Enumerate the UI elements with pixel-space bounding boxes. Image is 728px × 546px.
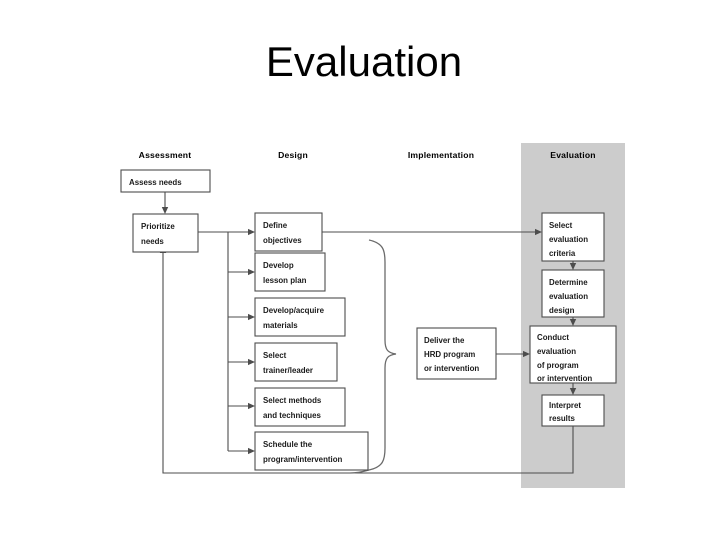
flow-node-select-methods-techniques-line-0: Select methods bbox=[263, 396, 322, 405]
flow-node-assess-needs-line-0: Assess needs bbox=[129, 178, 182, 187]
flow-node-prioritize-needs[interactable]: Prioritize needs bbox=[132, 213, 199, 253]
flow-node-select-evaluation-criteria-line-0: Select bbox=[549, 221, 573, 230]
flow-node-select-evaluation-criteria[interactable]: Select evaluation criteria bbox=[541, 212, 605, 262]
flow-node-define-objectives-line-1: objectives bbox=[263, 236, 302, 245]
flow-node-develop-lesson-plan[interactable]: Develop lesson plan bbox=[254, 252, 326, 292]
arrowhead-select-methods-techniques bbox=[248, 402, 255, 410]
flow-node-deliver-hrd-program-rect bbox=[416, 327, 497, 380]
flow-node-select-trainer-leader[interactable]: Select trainer/leader bbox=[254, 342, 338, 382]
flow-node-determine-evaluation-design-rect bbox=[541, 269, 605, 318]
arrowhead-conduct-evaluation-top bbox=[569, 319, 577, 326]
flow-node-schedule-program-rect bbox=[254, 431, 369, 471]
flow-node-schedule-program[interactable]: Schedule the program/intervention bbox=[254, 431, 369, 471]
arrowhead-develop-acquire-materials bbox=[248, 313, 255, 321]
flow-node-select-trainer-leader-line-1: trainer/leader bbox=[263, 366, 313, 375]
flow-node-select-evaluation-criteria-line-1: evaluation bbox=[549, 235, 588, 244]
column-header-implementation: Implementation bbox=[408, 150, 474, 160]
flow-node-define-objectives[interactable]: Define objectives bbox=[254, 212, 323, 252]
flow-node-develop-lesson-plan-line-1: lesson plan bbox=[263, 276, 307, 285]
flow-node-select-methods-techniques-line-1: and techniques bbox=[263, 411, 321, 420]
flow-node-select-methods-techniques[interactable]: Select methods and techniques bbox=[254, 387, 346, 427]
flow-node-conduct-evaluation[interactable]: Conduct evaluation of program or interve… bbox=[529, 325, 617, 384]
flow-node-develop-lesson-plan-line-0: Develop bbox=[263, 261, 294, 270]
arrowhead-assess-to-prioritize bbox=[161, 207, 169, 214]
arrowhead-conduct-evaluation-left bbox=[523, 350, 530, 358]
arrowhead-schedule-program bbox=[248, 447, 255, 455]
flow-node-interpret-results-line-0: Interpret bbox=[549, 401, 581, 410]
design-to-delivery-brace bbox=[368, 239, 397, 471]
column-header-design: Design bbox=[278, 150, 308, 160]
flow-node-select-trainer-leader-line-0: Select bbox=[263, 351, 287, 360]
flow-node-select-evaluation-criteria-rect bbox=[541, 212, 605, 262]
flow-node-conduct-evaluation-line-1: evaluation bbox=[537, 347, 576, 356]
flow-node-prioritize-needs-line-1: needs bbox=[141, 237, 164, 246]
flow-node-define-objectives-line-0: Define bbox=[263, 221, 288, 230]
arrowhead-select-evaluation-criteria bbox=[535, 228, 542, 236]
flow-node-interpret-results-rect bbox=[541, 394, 605, 427]
flow-node-develop-lesson-plan-rect bbox=[254, 252, 326, 292]
flow-node-deliver-hrd-program[interactable]: Deliver the HRD program or intervention bbox=[416, 327, 497, 380]
arrowhead-determine-evaluation-design bbox=[569, 263, 577, 270]
flow-node-assess-needs[interactable]: Assess needs bbox=[120, 169, 211, 193]
feedback-loop-path bbox=[162, 252, 574, 474]
flow-node-determine-evaluation-design-line-2: design bbox=[549, 306, 575, 315]
flow-node-develop-acquire-materials-line-1: materials bbox=[263, 321, 298, 330]
flow-node-develop-acquire-materials[interactable]: Develop/acquire materials bbox=[254, 297, 346, 337]
flow-node-develop-acquire-materials-line-0: Develop/acquire bbox=[263, 306, 325, 315]
flow-node-schedule-program-line-1: program/intervention bbox=[263, 455, 343, 464]
flow-node-schedule-program-line-0: Schedule the bbox=[263, 440, 313, 449]
flow-node-conduct-evaluation-line-3: or intervention bbox=[537, 374, 592, 383]
column-header-evaluation: Evaluation bbox=[550, 150, 595, 160]
flow-node-select-methods-techniques-rect bbox=[254, 387, 346, 427]
flow-node-select-evaluation-criteria-line-2: criteria bbox=[549, 249, 576, 258]
flow-node-interpret-results[interactable]: Interpret results bbox=[541, 394, 605, 427]
flow-node-conduct-evaluation-line-2: of program bbox=[537, 361, 579, 370]
flow-node-select-trainer-leader-rect bbox=[254, 342, 338, 382]
flow-node-deliver-hrd-program-line-1: HRD program bbox=[424, 350, 475, 359]
flow-node-deliver-hrd-program-line-2: or intervention bbox=[424, 364, 479, 373]
arrowhead-select-trainer-leader bbox=[248, 358, 255, 366]
arrowhead-develop-lesson-plan bbox=[248, 268, 255, 276]
flow-node-develop-acquire-materials-rect bbox=[254, 297, 346, 337]
flow-node-determine-evaluation-design[interactable]: Determine evaluation design bbox=[541, 269, 605, 318]
flow-node-conduct-evaluation-rect bbox=[529, 325, 617, 384]
flow-node-prioritize-needs-line-0: Prioritize bbox=[141, 222, 175, 231]
flow-node-interpret-results-line-1: results bbox=[549, 414, 575, 423]
arrowhead-interpret-results bbox=[569, 388, 577, 395]
flow-node-prioritize-needs-rect bbox=[132, 213, 199, 253]
flow-node-deliver-hrd-program-line-0: Deliver the bbox=[424, 336, 465, 345]
flow-node-define-objectives-rect bbox=[254, 212, 323, 252]
page-title: Evaluation bbox=[265, 38, 463, 85]
flow-node-determine-evaluation-design-line-1: evaluation bbox=[549, 292, 588, 301]
column-header-assessment: Assessment bbox=[139, 150, 192, 160]
arrowhead-define-objectives bbox=[248, 228, 255, 236]
flow-node-assess-needs-rect bbox=[120, 169, 211, 193]
flow-node-determine-evaluation-design-line-0: Determine bbox=[549, 278, 588, 287]
flow-node-conduct-evaluation-line-0: Conduct bbox=[537, 333, 569, 342]
